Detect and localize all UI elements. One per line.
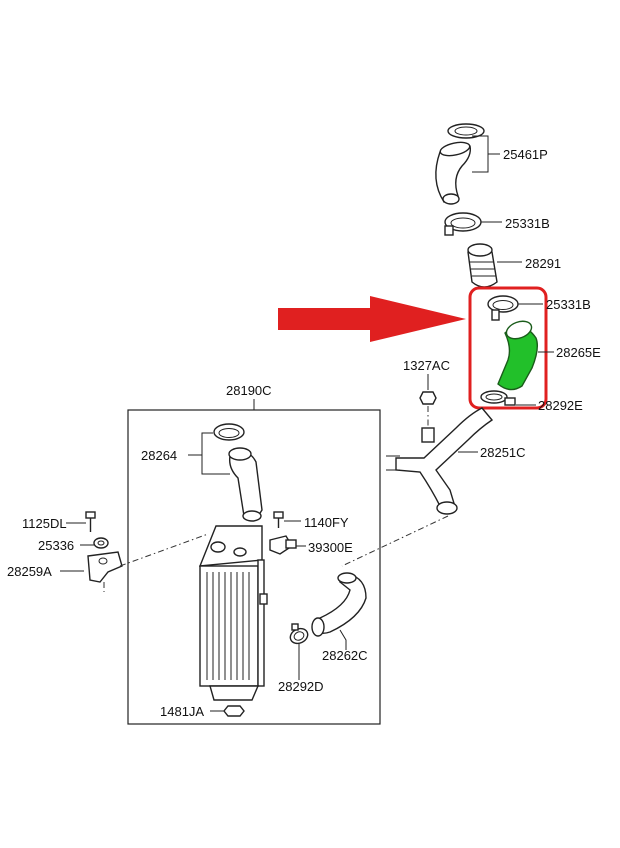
- clamp-28292E: 28292E: [480, 390, 583, 413]
- label-28251C: 28251C: [480, 445, 526, 460]
- label-25331B-top: 25331B: [505, 216, 550, 231]
- label-28265E: 28265E: [556, 345, 601, 360]
- connector-line-left: [119, 533, 209, 567]
- hose-28264: 28264: [141, 423, 263, 522]
- bracket-28259A: 28259A: [7, 551, 123, 592]
- grommet-25336: 25336: [38, 537, 109, 553]
- bellows-28291: 28291: [467, 243, 561, 288]
- clamp-28292D: 28292D: [278, 623, 324, 694]
- clamp-25331B-highlighted: 25331B: [487, 295, 591, 321]
- sensor-39300E: 39300E: [269, 535, 353, 555]
- connector-line-right: [341, 515, 449, 567]
- label-28264: 28264: [141, 448, 177, 463]
- label-39300E: 39300E: [308, 540, 353, 555]
- label-1125DL: 1125DL: [22, 516, 67, 531]
- label-1481JA: 1481JA: [160, 704, 204, 719]
- nut-1327AC: 1327AC: [403, 358, 450, 432]
- nut-1481JA: 1481JA: [160, 704, 245, 719]
- label-28291: 28291: [525, 256, 561, 271]
- hose-28262C: 28262C: [311, 572, 368, 663]
- label-28259A: 28259A: [7, 564, 52, 579]
- label-28262C: 28262C: [322, 648, 368, 663]
- intercooler-core: [198, 525, 268, 701]
- label-25331B-highlighted: 25331B: [546, 297, 591, 312]
- highlight-box: [468, 286, 548, 410]
- label-28190C: 28190C: [226, 383, 272, 398]
- red-arrow: [278, 296, 466, 342]
- hose-28265E: 28265E: [497, 320, 601, 391]
- bolt-1125DL: 1125DL: [22, 511, 96, 532]
- bolt-1140FY: 1140FY: [273, 511, 349, 530]
- pipe-28251C: 28251C: [386, 407, 526, 515]
- assembly-box-28190C: [127, 409, 381, 725]
- hose-25461P: 25461P: [435, 123, 548, 205]
- label-25461P: 25461P: [503, 147, 548, 162]
- label-1327AC: 1327AC: [403, 358, 450, 373]
- label-1140FY: 1140FY: [304, 515, 349, 530]
- label-25336: 25336: [38, 538, 74, 553]
- label-28292E: 28292E: [538, 398, 583, 413]
- clamp-25331B-top: 25331B: [444, 212, 550, 236]
- label-28292D: 28292D: [278, 679, 324, 694]
